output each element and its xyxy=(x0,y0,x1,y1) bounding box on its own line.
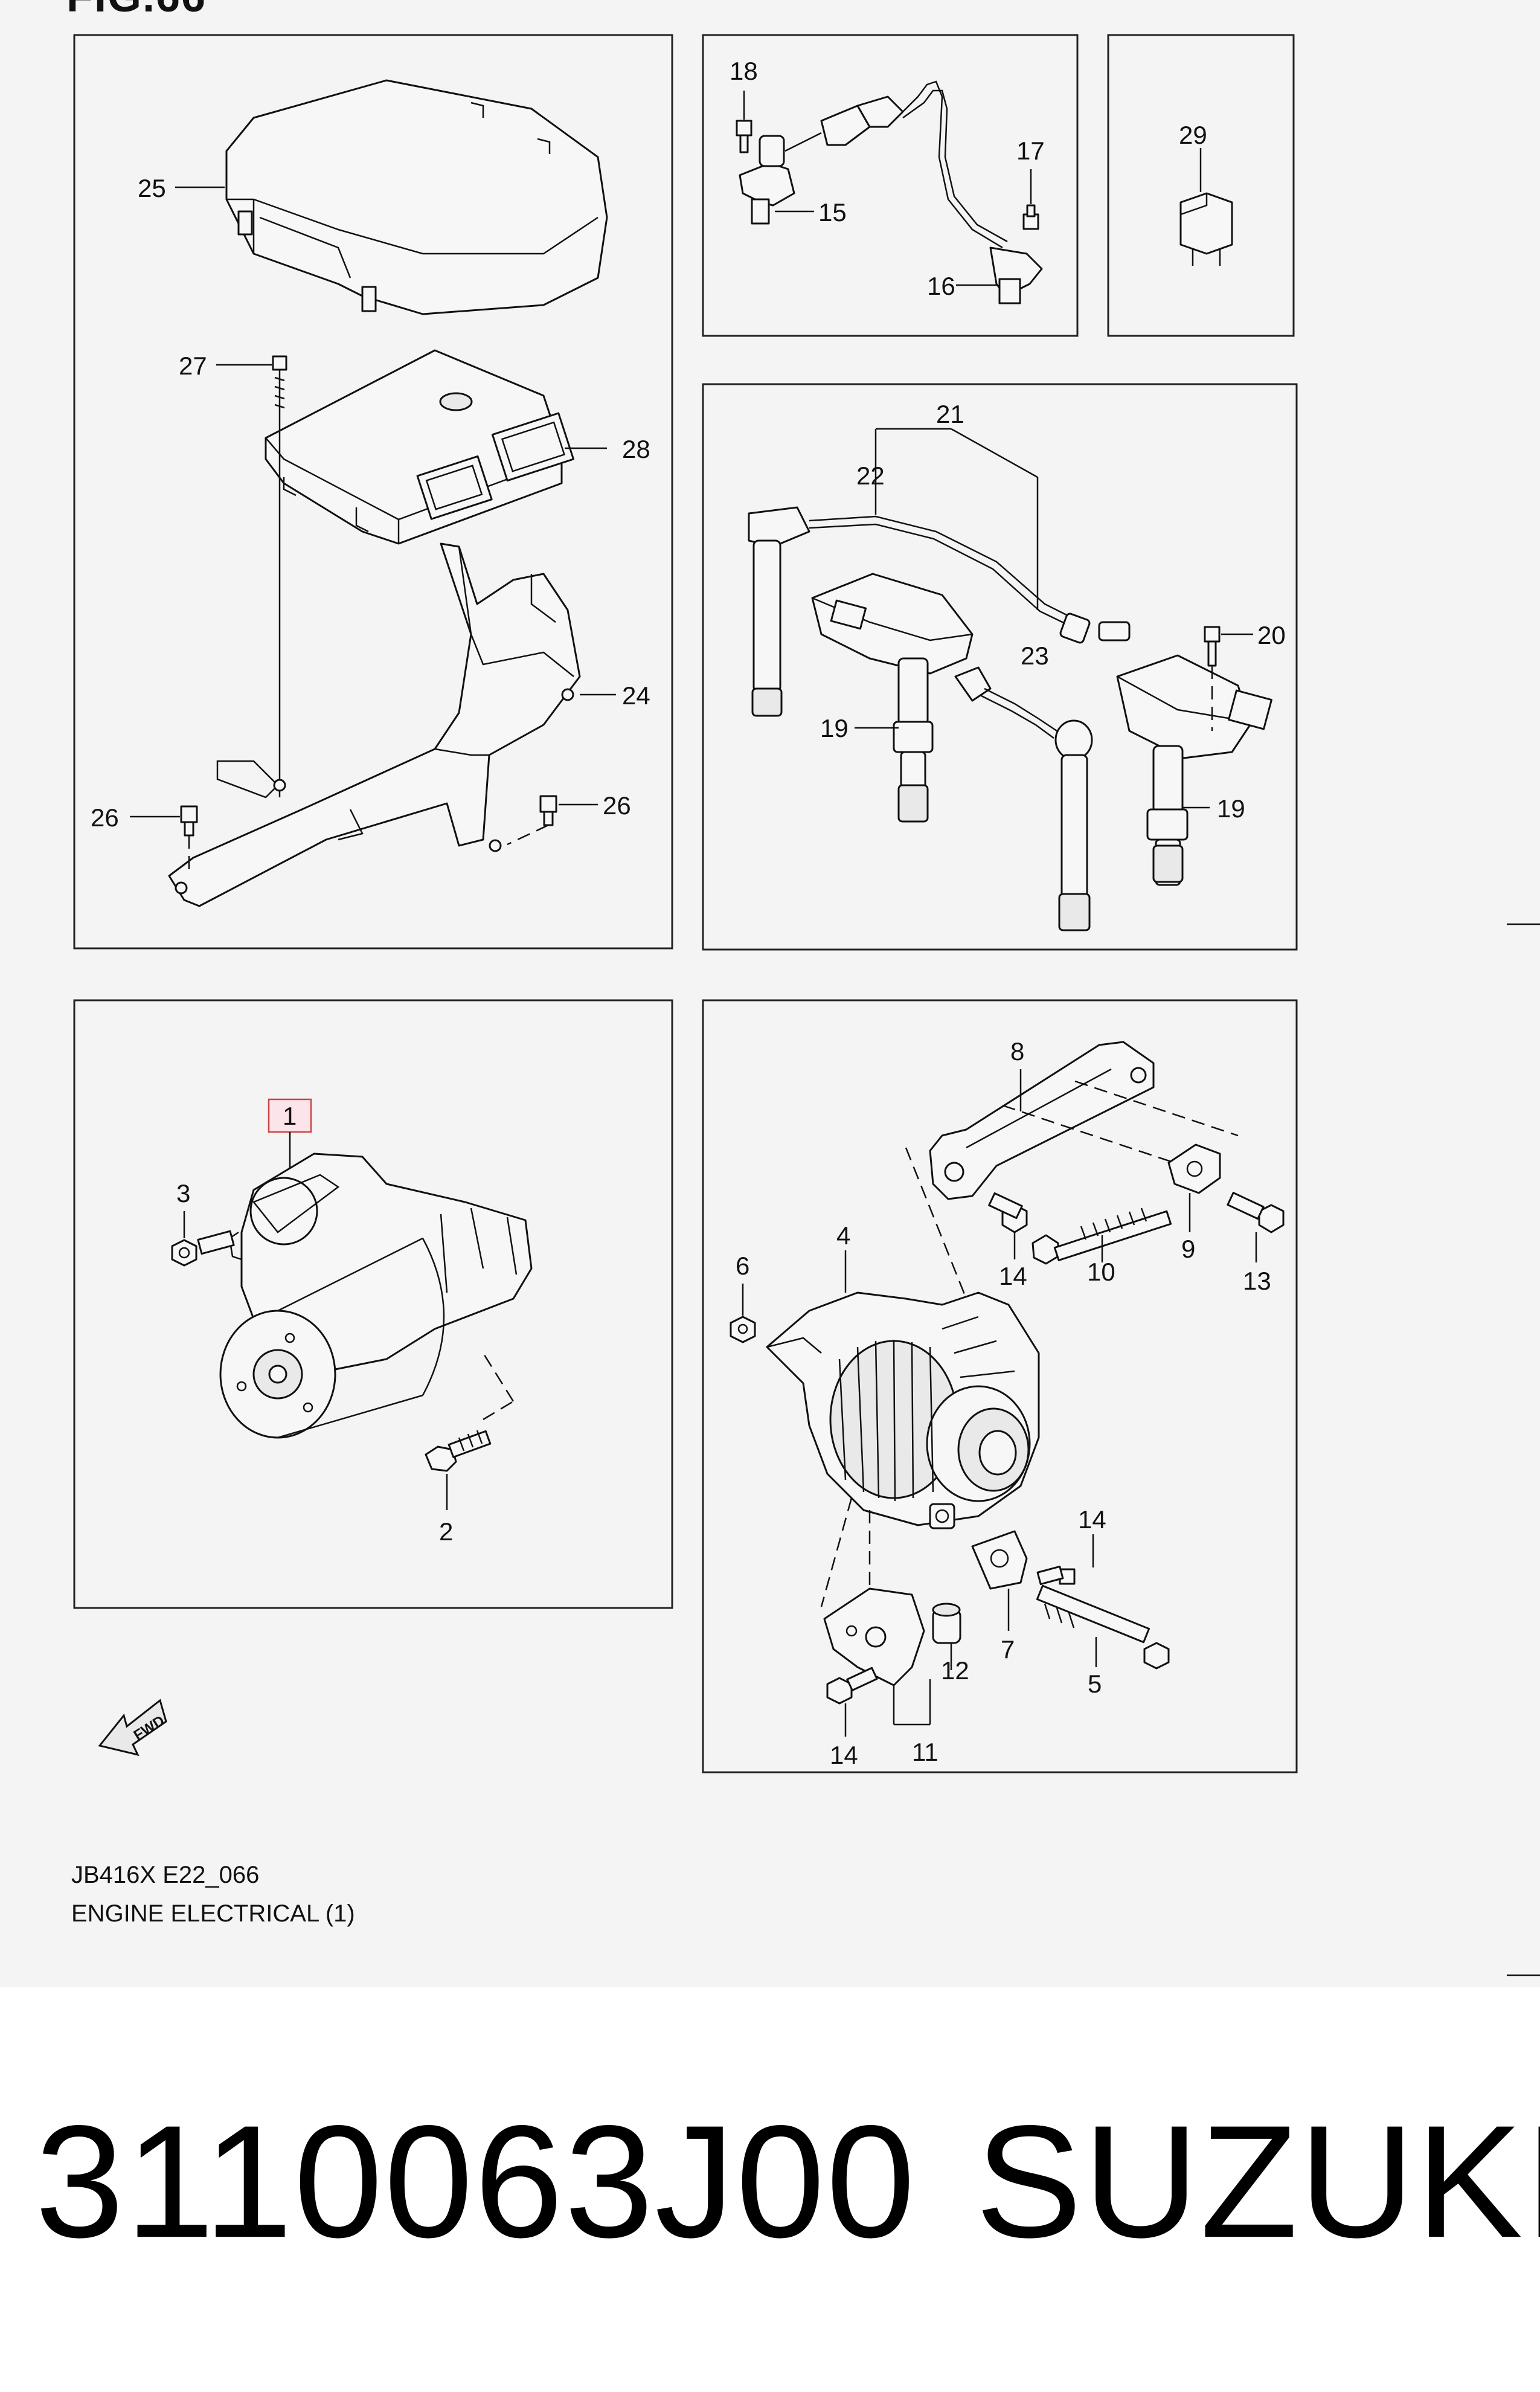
callout-18: 18 xyxy=(730,57,758,85)
callout-26-right: 26 xyxy=(603,791,631,820)
callout-13: 13 xyxy=(1243,1267,1271,1295)
ignition-coil-left[interactable] xyxy=(811,573,974,823)
crankshaft-position-sensor[interactable] xyxy=(820,80,1043,304)
bolt-17[interactable] xyxy=(1022,204,1039,230)
bolt-14-lower[interactable] xyxy=(826,1667,878,1705)
callout-9: 9 xyxy=(1181,1235,1195,1263)
panel-sensors-frame xyxy=(702,34,1079,337)
callout-25: 25 xyxy=(138,174,166,202)
diagram-title: ENGINE ELECTRICAL (1) xyxy=(71,1900,355,1927)
panel-starter: 1 3 xyxy=(73,999,673,1609)
panel-ignition-frame xyxy=(702,383,1298,951)
callout-3: 3 xyxy=(176,1179,190,1207)
panel-alternator: 8 9 10 14 13 xyxy=(702,999,1298,1773)
panel-ecm-frame xyxy=(73,34,673,950)
high-tension-cord-23[interactable] xyxy=(954,666,1093,931)
engine-control-module[interactable] xyxy=(265,349,575,545)
callout-19-left: 19 xyxy=(820,714,849,742)
callout-23: 23 xyxy=(1021,641,1049,670)
callout-2: 2 xyxy=(439,1517,453,1546)
callout-24: 24 xyxy=(622,681,650,710)
callout-7: 7 xyxy=(1001,1635,1015,1664)
bolt-14-right[interactable] xyxy=(1036,1565,1076,1586)
bolt-2[interactable] xyxy=(425,1430,492,1472)
panel-ignition: 21 22 19 xyxy=(702,383,1298,951)
bolt-20[interactable] xyxy=(1204,626,1221,667)
callout-26-left: 26 xyxy=(91,803,119,832)
camshaft-position-sensor[interactable] xyxy=(739,132,822,225)
relay-29[interactable] xyxy=(1179,192,1233,266)
callout-17: 17 xyxy=(1016,137,1045,165)
nut-3[interactable] xyxy=(171,1230,235,1267)
spacer-7[interactable] xyxy=(971,1530,1028,1590)
starter-motor[interactable] xyxy=(219,1153,533,1439)
alternator-lower-bracket[interactable] xyxy=(823,1587,925,1686)
bolt-26-right[interactable] xyxy=(539,795,557,826)
forward-direction-arrow: FWD xyxy=(98,1699,167,1757)
bolt-26-left[interactable] xyxy=(180,805,198,837)
callout-16: 16 xyxy=(927,272,955,300)
diagram-sheet xyxy=(0,0,1540,1987)
alternator[interactable] xyxy=(766,1291,1040,1529)
panel-alternator-frame xyxy=(702,999,1298,1773)
ecm-bracket[interactable] xyxy=(168,542,581,907)
bolt-13[interactable] xyxy=(1227,1192,1285,1233)
callout-27: 27 xyxy=(179,352,207,380)
callout-1-highlight xyxy=(268,1098,312,1133)
bracket-9[interactable] xyxy=(1167,1143,1221,1194)
panel-starter-frame xyxy=(73,999,673,1609)
bolt-18[interactable] xyxy=(736,120,752,153)
bolt-5[interactable] xyxy=(1036,1584,1170,1670)
callout-20: 20 xyxy=(1257,621,1286,649)
callout-12: 12 xyxy=(941,1656,969,1685)
callout-14-lower: 14 xyxy=(830,1741,858,1769)
exploded-parts-diagram: 25 28 27 xyxy=(73,34,1540,1976)
callout-21: 21 xyxy=(936,400,964,428)
collar-12[interactable] xyxy=(932,1603,961,1644)
callout-8: 8 xyxy=(1010,1037,1024,1066)
brand-name: SUZUKI xyxy=(975,2092,1540,2271)
callout-19-right: 19 xyxy=(1217,794,1245,823)
callout-4: 4 xyxy=(836,1221,850,1250)
ignition-coil-right[interactable] xyxy=(1116,654,1272,886)
panel-relay: 29 xyxy=(1107,34,1295,337)
callout-14-upper: 14 xyxy=(999,1262,1027,1290)
callout-28: 28 xyxy=(622,435,650,463)
bolt-10[interactable] xyxy=(1031,1207,1172,1265)
panel-sensors: 15 18 16 17 xyxy=(702,34,1079,337)
screw-27[interactable] xyxy=(272,355,287,417)
callout-29: 29 xyxy=(1179,121,1207,149)
callout-14-right: 14 xyxy=(1078,1505,1106,1534)
callout-6: 6 xyxy=(736,1252,749,1280)
callout-5: 5 xyxy=(1088,1670,1102,1698)
callout-22: 22 xyxy=(856,461,885,490)
ecm-cover[interactable] xyxy=(225,79,608,315)
panel-relay-frame xyxy=(1107,34,1295,337)
panel-ecm: 25 28 27 xyxy=(73,34,673,950)
callout-15: 15 xyxy=(818,198,847,227)
bolt-14-upper[interactable] xyxy=(988,1192,1028,1233)
diagram-code: JB416X E22_066 xyxy=(71,1862,260,1888)
callout-11: 11 xyxy=(912,1738,938,1766)
high-tension-cord-22[interactable] xyxy=(748,506,1131,717)
part-number: 3110063J00 xyxy=(35,2092,917,2271)
alternator-upper-bracket[interactable] xyxy=(929,1041,1155,1200)
callout-10: 10 xyxy=(1087,1258,1115,1286)
figure-header: FIG.66 xyxy=(66,0,207,22)
callout-1: 1 xyxy=(283,1102,297,1130)
nut-6[interactable] xyxy=(730,1316,756,1343)
